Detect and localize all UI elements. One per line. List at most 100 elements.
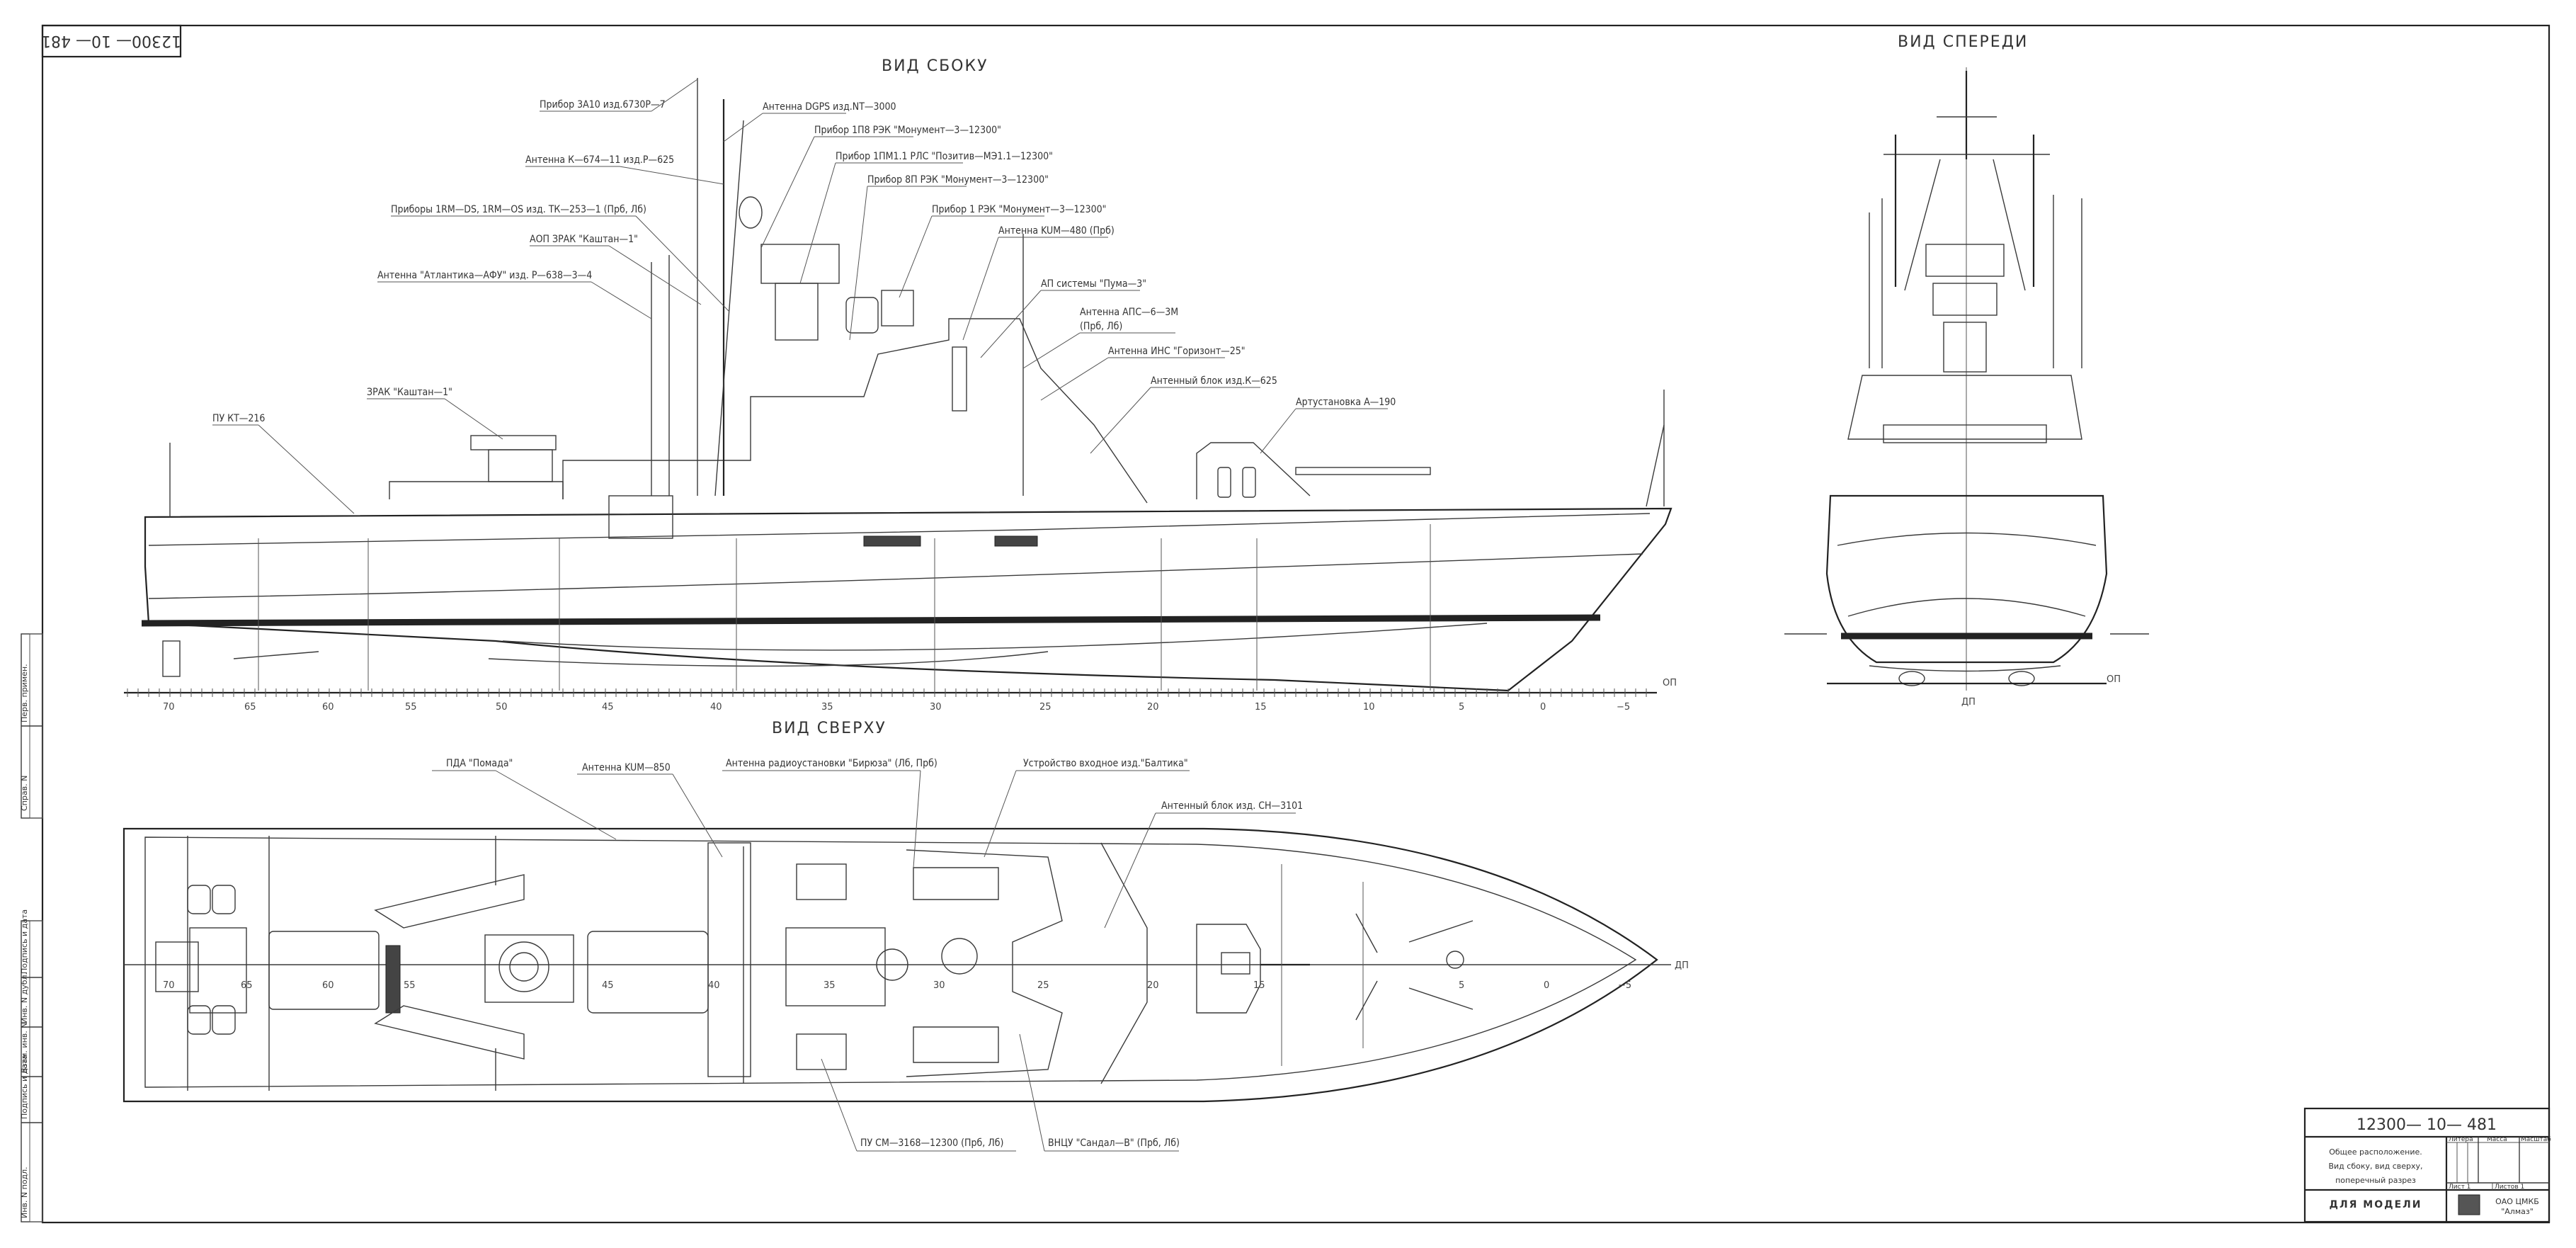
svg-text:(Прб, Лб): (Прб, Лб) [1080, 321, 1122, 332]
svg-text:ПУ СМ—3168—12300 (Прб, Лб): ПУ СМ—3168—12300 (Прб, Лб) [860, 1138, 1003, 1149]
svg-text:Антенна К—674—11 изд.Р—625: Антенна К—674—11 изд.Р—625 [525, 154, 674, 166]
svg-text:ПУ КТ—216: ПУ КТ—216 [212, 413, 265, 424]
svg-text:Прибор 1 РЭК "Монумент—3—12300: Прибор 1 РЭК "Монумент—3—12300" [932, 204, 1106, 215]
callout: Прибор 1 РЭК "Монумент—3—12300" [899, 204, 1106, 298]
scale-tick: −5 [1617, 702, 1630, 713]
col-massa: Масса [2487, 1136, 2507, 1143]
title-block: 12300— 10— 481 Общее расположение. Вид с… [2303, 1107, 2551, 1223]
callout: Приборы 1RM—DS, 1RM—OS изд. ТК—253—1 (Пр… [391, 204, 730, 312]
callout: Антенна DGPS изд.NT—3000 [723, 101, 896, 142]
sheet-label: Лист 1 [2449, 1184, 2470, 1191]
svg-text:Антенна DGPS изд.NT—3000: Антенна DGPS изд.NT—3000 [763, 101, 896, 113]
dp-marker-top: ДП [1675, 960, 1689, 971]
op-marker-front: ОП [2107, 674, 2121, 685]
svg-text:Прибор 8П РЭК "Монумент—3—1230: Прибор 8П РЭК "Монумент—3—12300" [867, 174, 1049, 186]
callout: ЗРАК "Каштан—1" [367, 387, 503, 440]
callout: Антенна ИНС "Горизонт—25" [1040, 346, 1246, 401]
scale-tick: 25 [1039, 702, 1052, 713]
svg-text:Антенна KUM—850: Антенна KUM—850 [582, 762, 671, 773]
svg-text:Антенна АПС—6—3М: Антенна АПС—6—3М [1080, 307, 1178, 318]
scale-tick: 60 [322, 702, 334, 713]
callout: АОП ЗРАК "Каштан—1" [530, 234, 702, 305]
strip-vzam-inv: Взам. инв. N [20, 1023, 29, 1073]
side-view-drawing [124, 78, 1672, 694]
svg-text:Антенна "Атлантика—АФУ" изд. Р: Антенна "Атлантика—АФУ" изд. Р—638—3—4 [377, 270, 592, 281]
callout: Антенна KUM—480 (Прб) [962, 225, 1115, 341]
svg-text:Антенна ИНС "Горизонт—25": Антенна ИНС "Горизонт—25" [1108, 346, 1246, 357]
callout: АП системы "Пума—3" [980, 278, 1146, 358]
org-line2: "Алмаз" [2501, 1207, 2534, 1216]
drawing-number-rotated: 12300— 10— 481 [41, 32, 181, 50]
plan-frame-label: 30 [933, 980, 945, 991]
top-view-drawing: ДП [122, 827, 1689, 1103]
svg-text:ВНЦУ "Сандал—В" (Прб, Лб): ВНЦУ "Сандал—В" (Прб, Лб) [1048, 1138, 1180, 1149]
op-marker-side: ОП [1663, 678, 1677, 688]
title-purpose: ДЛЯ МОДЕЛИ [2330, 1199, 2422, 1210]
title-block-number: 12300— 10— 481 [2356, 1116, 2497, 1134]
callout: Прибор 1П8 РЭК "Монумент—3—12300" [760, 125, 1001, 249]
plan-frame-label: −5 [1618, 980, 1631, 991]
svg-text:Прибор 1ПМ1.1 РЛС "Позитив—МЭ1: Прибор 1ПМ1.1 РЛС "Позитив—МЭ1.1—12300" [836, 151, 1053, 162]
callout: Антенна К—674—11 изд.Р—625 [525, 154, 724, 185]
waterline-stripe [141, 614, 1601, 627]
plan-frame-label: 0 [1544, 980, 1549, 991]
plan-frame-label: 35 [823, 980, 836, 991]
plan-frame-label: 25 [1037, 980, 1049, 991]
svg-text:Прибор 1П8 РЭК "Монумент—3—123: Прибор 1П8 РЭК "Монумент—3—12300" [814, 125, 1001, 136]
scale-tick: 50 [496, 702, 508, 713]
scale-tick: 20 [1147, 702, 1159, 713]
strip-podp-data-2: Подпись и дата [20, 909, 29, 974]
scale-tick: 0 [1540, 702, 1546, 713]
front-view-title: ВИД СПЕРЕДИ [1898, 33, 2028, 51]
plan-frame-label: 60 [322, 980, 334, 991]
callout: Антенный блок изд. СН—3101 [1104, 800, 1303, 929]
callout: Антенна радиоустановки "Бирюза" (Лб, Прб… [722, 758, 937, 868]
scale-tick: 15 [1255, 702, 1267, 713]
callout: Антенна KUM—850 [577, 762, 723, 858]
callout: ПУ КТ—216 [212, 413, 355, 514]
strip-podp-data-1: Подпись и дата [20, 1055, 29, 1119]
strip-sprav-n: Справ. N [20, 776, 29, 811]
strip-inv-podl: Инв. N подл. [20, 1167, 29, 1218]
callout: ПДА "Помада" [432, 758, 617, 840]
callout: Прибор 1ПМ1.1 РЛС "Позитив—МЭ1.1—12300" [799, 151, 1053, 284]
plan-frame-label: 40 [708, 980, 720, 991]
strip-inv-dubl: Инв. N дубл. [20, 972, 29, 1023]
svg-text:Приборы 1RM—DS, 1RM—OS изд. ТК: Приборы 1RM—DS, 1RM—OS изд. ТК—253—1 (Пр… [391, 204, 646, 215]
callout: Прибор 8П РЭК "Монумент—3—12300" [849, 174, 1049, 341]
plan-frame-labels: 70 65 60 55 45 40 35 30 25 20 15 5 0 −5 [163, 980, 1631, 991]
scale-tick: 5 [1459, 702, 1464, 713]
sheets-label: Листов 1 [2495, 1184, 2524, 1191]
callout: Антенна АПС—6—3М (Прб, Лб) [1022, 307, 1178, 369]
scale-tick: 55 [405, 702, 417, 713]
left-margin-strip: Перв. примен. Справ. N Подпись и дата Ин… [20, 633, 43, 1223]
plan-frame-label: 45 [602, 980, 614, 991]
svg-text:ПДА "Помада": ПДА "Помада" [446, 758, 513, 769]
plan-frame-label: 65 [241, 980, 253, 991]
callout: ВНЦУ "Сандал—В" (Прб, Лб) [1019, 1033, 1180, 1152]
callout: Антенный блок изд.К—625 [1090, 375, 1277, 454]
scale-tick: 40 [710, 702, 722, 713]
svg-text:АП системы "Пума—3": АП системы "Пума—3" [1041, 278, 1146, 290]
front-view-drawing: ДП ОП [1784, 67, 2149, 708]
top-callouts: ПДА "Помада" Антенна KUM—850 Антенна рад… [432, 758, 1303, 1152]
callout: Антенна "Атлантика—АФУ" изд. Р—638—3—4 [377, 270, 652, 319]
plan-frame-label: 70 [163, 980, 175, 991]
drawing-number-box [41, 24, 182, 58]
callout: Прибор 3А10 изд.6730Р—7 [540, 79, 698, 112]
svg-text:Артустановка А—190: Артустановка А—190 [1296, 397, 1396, 408]
plan-frame-label: 15 [1253, 980, 1265, 991]
scale-tick: 70 [163, 702, 175, 713]
sheet-frame [41, 24, 2551, 1224]
plan-hull [122, 827, 1658, 1103]
title-desc-line2: Вид сбоку, вид сверху, [2328, 1162, 2422, 1171]
scale-tick: 35 [821, 702, 833, 713]
svg-text:Антенный блок изд. СН—3101: Антенный блок изд. СН—3101 [1161, 800, 1303, 812]
plan-frame-label: 5 [1459, 980, 1464, 991]
side-hull [144, 507, 1672, 692]
col-masshtab: Масштаб [2521, 1136, 2551, 1143]
svg-text:Прибор 3А10 изд.6730Р—7: Прибор 3А10 изд.6730Р—7 [540, 99, 666, 110]
scale-tick: 65 [244, 702, 256, 713]
callout: Устройство входное изд."Балтика" [984, 758, 1190, 858]
